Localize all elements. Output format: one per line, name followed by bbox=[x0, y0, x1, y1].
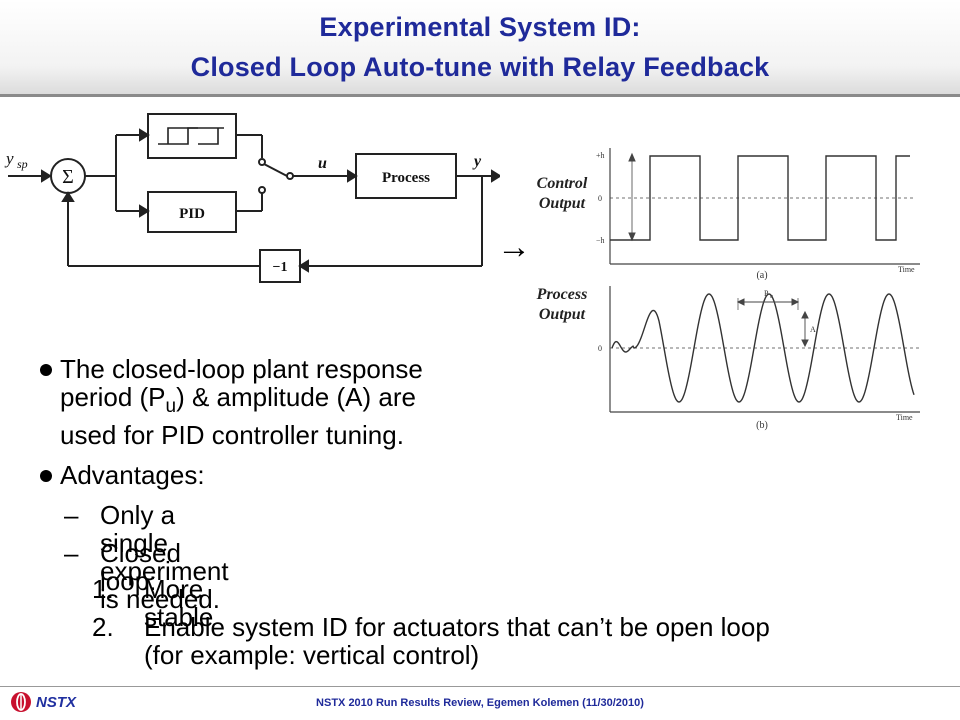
input-label-sub: sp bbox=[17, 157, 28, 171]
bullet-1: The closed-loop plant response period (P… bbox=[60, 355, 520, 449]
item-1: More stable bbox=[144, 574, 214, 632]
right-arrow-icon: → bbox=[497, 228, 531, 266]
tick-zero-a: 0 bbox=[598, 194, 602, 203]
process-label-line-1: Process bbox=[536, 286, 588, 303]
pid-label: PID bbox=[179, 206, 205, 222]
feedback-gain-label: −1 bbox=[273, 260, 288, 275]
bullet-dot-2 bbox=[40, 470, 52, 482]
tick-zero-b: 0 bbox=[598, 344, 602, 353]
period-label-sub: u bbox=[770, 294, 773, 300]
caption-b: (b) bbox=[756, 420, 768, 431]
title-band bbox=[0, 0, 960, 94]
time-label-a: Time bbox=[898, 265, 915, 274]
slide-title-line-1: Experimental System ID: bbox=[319, 12, 641, 42]
control-label-line-1: Control bbox=[536, 175, 588, 192]
bullet-1-line-2a: period (P bbox=[60, 382, 166, 412]
bullet-1-line-3: used for PID controller tuning. bbox=[60, 420, 404, 451]
sub-bullet-dash-2: – bbox=[64, 538, 79, 568]
nstx-logo-icon bbox=[11, 692, 31, 712]
switch-lever bbox=[263, 163, 288, 177]
control-label-line-2: Output bbox=[538, 195, 586, 212]
slide-title-line-2: Closed Loop Auto-tune with Relay Feedbac… bbox=[190, 52, 770, 82]
relay-feedback-block-diagram: y sp Σ PID Process u y −1 bbox=[4, 113, 500, 283]
process-label: Process bbox=[382, 170, 430, 186]
item-2-line-1: Enable system ID for actuators that can’… bbox=[144, 612, 770, 642]
title-divider bbox=[0, 94, 960, 97]
sum-symbol: Σ bbox=[62, 166, 74, 188]
process-label-line-2: Output bbox=[538, 306, 586, 323]
input-arrowhead bbox=[41, 169, 52, 183]
input-label: y bbox=[4, 149, 14, 168]
tick-plus-h: +h bbox=[596, 151, 605, 160]
process-output-plot: 0 P u A Time (b) bbox=[598, 286, 920, 431]
sub-bullet-2: Closed loop: bbox=[100, 538, 181, 596]
item-2-line-2: (for example: vertical control) bbox=[144, 640, 480, 670]
time-label-b: Time bbox=[896, 413, 913, 422]
item-2: Enable system ID for actuators that can’… bbox=[144, 613, 944, 669]
output-y-label: y bbox=[472, 153, 482, 170]
sub-bullet-1: Only a single experiment is needed. bbox=[100, 500, 229, 614]
process-oscillation bbox=[611, 293, 915, 403]
nstx-logo-text: NSTX bbox=[36, 694, 77, 711]
footer-divider bbox=[0, 686, 960, 687]
control-output-label: Control Output bbox=[524, 174, 600, 214]
relay-block bbox=[147, 113, 237, 159]
bullet-2: Advantages: bbox=[60, 460, 205, 490]
process-output-label: Process Output bbox=[524, 285, 600, 325]
bullet-1-line-2b: ) & amplitude (A) are bbox=[176, 382, 416, 412]
sub-bullet-dash-1: – bbox=[64, 500, 79, 530]
amplitude-label: A bbox=[810, 325, 816, 334]
signal-u-label: u bbox=[318, 155, 327, 172]
bullet-1-line-1: The closed-loop plant response bbox=[60, 354, 423, 384]
item-2-number: 2. bbox=[92, 612, 114, 642]
tick-minus-h: −h bbox=[596, 236, 605, 245]
caption-a: (a) bbox=[756, 270, 767, 280]
control-output-plot: +h 0 −h Time (a) bbox=[596, 148, 920, 280]
footer-citation: NSTX 2010 Run Results Review, Egemen Kol… bbox=[316, 697, 644, 709]
bullet-dot-1 bbox=[40, 364, 52, 376]
period-label: P bbox=[764, 289, 769, 298]
relay-square-wave bbox=[610, 155, 910, 241]
bullet-1-line-2: period (Pu) & amplitude (A) are bbox=[60, 383, 520, 421]
item-1-number: 1. bbox=[92, 574, 114, 604]
bullet-1-subscript: u bbox=[165, 396, 177, 418]
